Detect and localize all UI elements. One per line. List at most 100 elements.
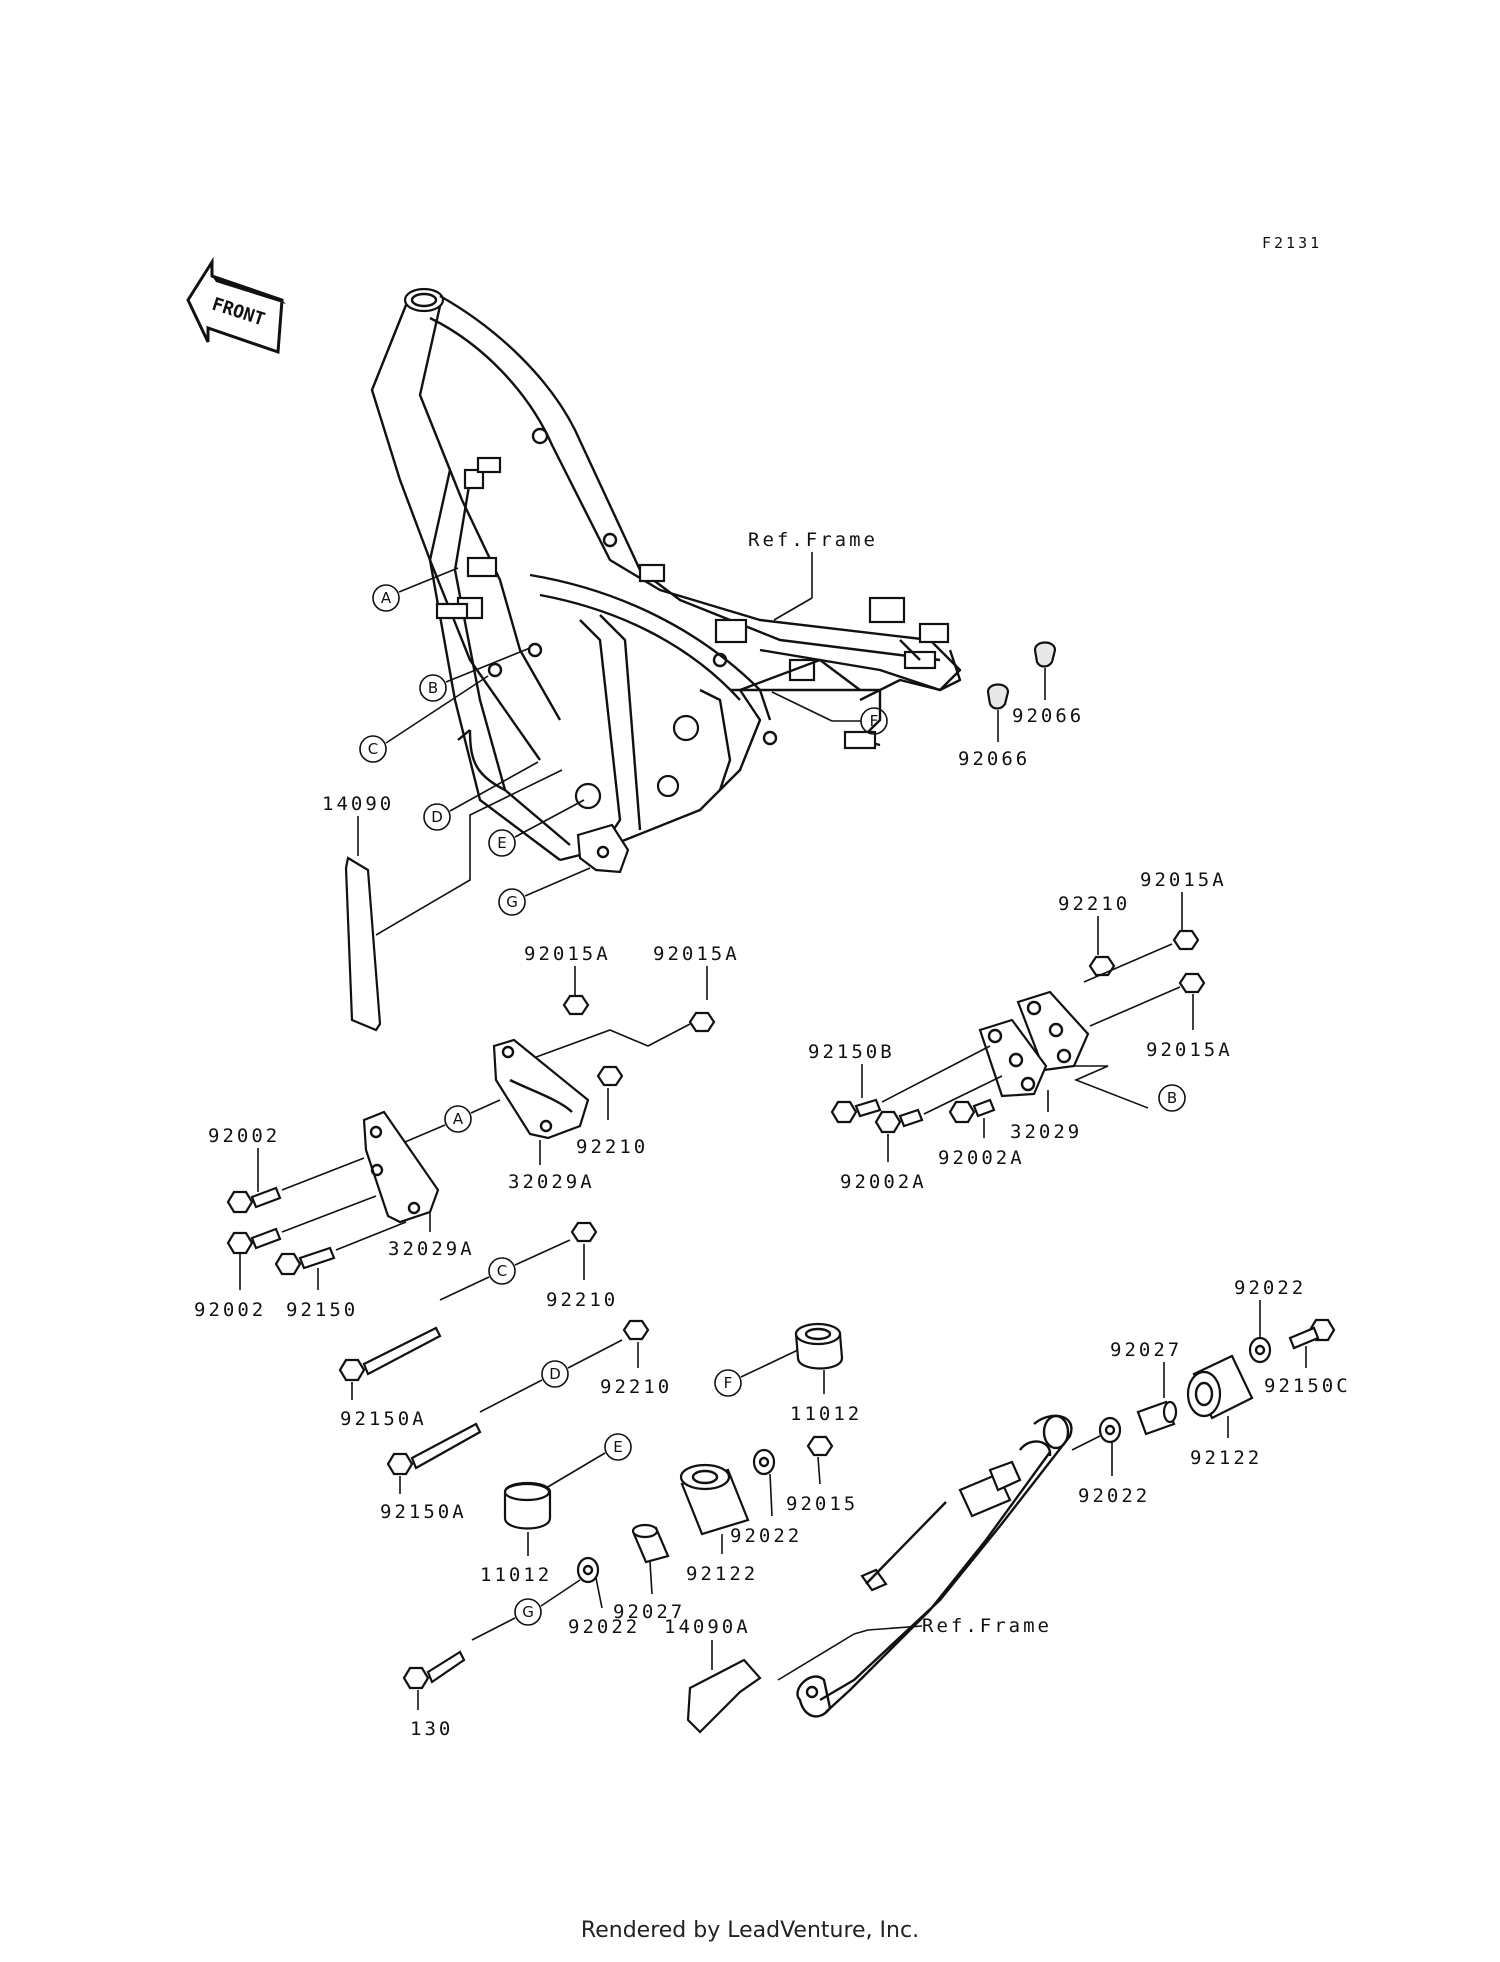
bolt-92150B (830, 1098, 882, 1124)
callout-e-frame: E (488, 799, 585, 857)
part-label-32029A-1: 32029A (508, 1171, 595, 1193)
part-label-14090: 14090 (322, 793, 394, 815)
svg-text:G: G (522, 1603, 534, 1621)
callout-f-frame: F (771, 691, 888, 735)
bolt-92002A-2 (948, 1098, 996, 1124)
nut-92015A-3 (1172, 929, 1200, 951)
ref-frame-top-label: Ref.Frame (748, 529, 878, 551)
part-label-92150: 92150 (286, 1299, 358, 1321)
svg-text:F: F (724, 1374, 733, 1392)
bushing-92122-center (679, 1463, 750, 1536)
part-label-14090A: 14090A (664, 1616, 751, 1638)
cap-92066-a (1033, 641, 1057, 700)
callout-g-frame: G (498, 867, 591, 916)
part-label-11012-1: 11012 (480, 1564, 552, 1586)
callout-b-frame: B (419, 647, 531, 702)
part-label-92066-b: 92066 (958, 748, 1030, 770)
svg-text:A: A (453, 1110, 464, 1128)
nut-92015A-4 (1178, 972, 1206, 994)
footer-credit: Rendered by LeadVenture, Inc. (580, 1918, 920, 1943)
spacer-11012-upper (794, 1322, 844, 1370)
part-label-92027-2: 92027 (1110, 1339, 1182, 1361)
part-label-92015: 92015 (786, 1493, 858, 1515)
part-label-92015A-4: 92015A (1146, 1039, 1233, 1061)
bolt-92002-1 (226, 1186, 282, 1214)
nut-92210-1 (596, 1065, 624, 1087)
part-label-92015A-3: 92015A (1140, 869, 1227, 891)
svg-text:D: D (431, 808, 443, 826)
collar-92027-center (631, 1523, 670, 1564)
bolt-92150 (274, 1246, 336, 1276)
part-label-92122-1: 92122 (686, 1563, 758, 1585)
nut-92210-4 (622, 1319, 650, 1341)
plate-32029A-upper (492, 1038, 590, 1140)
part-label-92150B: 92150B (808, 1041, 895, 1063)
spacer-11012-lower (503, 1482, 552, 1530)
callout-c-parts: C (488, 1257, 516, 1285)
svg-text:D: D (549, 1365, 561, 1383)
part-label-92150A-1: 92150A (340, 1408, 427, 1430)
part-label-32029: 32029 (1010, 1121, 1082, 1143)
part-label-92015A-1: 92015A (524, 943, 611, 965)
washer-92022-g (576, 1556, 600, 1584)
plate-32029A-lower (362, 1110, 440, 1224)
guard-14090A (686, 1658, 762, 1734)
bolt-92150C (1288, 1318, 1336, 1350)
ref-frame-bottom-label: Ref.Frame (922, 1615, 1052, 1637)
diagram-code: F2131 (1262, 234, 1322, 252)
svg-text:B: B (428, 679, 438, 697)
part-label-92022-1: 92022 (568, 1616, 640, 1638)
part-label-92210-3: 92210 (546, 1289, 618, 1311)
svg-text:E: E (613, 1438, 622, 1456)
part-label-92027-1: 92027 (613, 1601, 685, 1623)
washer-92022-right-1 (1098, 1416, 1122, 1444)
svg-text:F: F (870, 712, 879, 730)
svg-text:E: E (497, 834, 506, 852)
callout-g-parts: G (514, 1598, 542, 1626)
part-label-11012-2: 11012 (790, 1403, 862, 1425)
nut-92015A-1 (562, 994, 590, 1016)
washer-92022-center (752, 1448, 776, 1476)
bolt-130 (402, 1650, 466, 1690)
part-label-92002-1: 92002 (208, 1125, 280, 1147)
collar-92027-right (1136, 1400, 1178, 1436)
callout-c-frame: C (359, 675, 489, 763)
bolt-92150A-2 (386, 1422, 482, 1476)
part-label-32029A-2: 32029A (388, 1238, 475, 1260)
part-label-92210-1: 92210 (576, 1136, 648, 1158)
guard-14090 (344, 856, 382, 1032)
nut-92210-3 (570, 1221, 598, 1243)
part-label-92002A-1: 92002A (840, 1171, 927, 1193)
part-label-92122-2: 92122 (1190, 1447, 1262, 1469)
svg-text:B: B (1167, 1089, 1177, 1107)
part-label-92210-4: 92210 (600, 1376, 672, 1398)
bolt-92002-2 (226, 1227, 282, 1255)
part-label-92150A-2: 92150A (380, 1501, 467, 1523)
callout-d-frame: D (423, 761, 539, 831)
part-label-92022-2: 92022 (730, 1525, 802, 1547)
bolt-92002A-1 (874, 1108, 924, 1134)
callout-d-parts: D (541, 1360, 569, 1388)
nut-92210-2 (1088, 955, 1116, 977)
nut-92015A-2 (688, 1011, 716, 1033)
cap-92066-b (986, 683, 1010, 742)
part-label-130: 130 (410, 1718, 453, 1740)
callout-a-frame: A (372, 567, 459, 612)
part-label-92150C: 92150C (1264, 1375, 1351, 1397)
part-label-92002A-2: 92002A (938, 1147, 1025, 1169)
front-arrow-icon: FRONT (186, 256, 286, 355)
lower-frame-member (796, 1414, 1073, 1718)
part-label-92022-3: 92022 (1078, 1485, 1150, 1507)
part-label-92210-2: 92210 (1058, 893, 1130, 915)
svg-text:C: C (368, 740, 378, 758)
svg-text:C: C (497, 1262, 507, 1280)
svg-text:A: A (381, 589, 392, 607)
part-label-92022-4: 92022 (1234, 1277, 1306, 1299)
callout-a-parts: A (444, 1105, 472, 1133)
nut-92015 (806, 1435, 834, 1457)
callout-b-parts: B (1158, 1084, 1186, 1112)
frame-illustration (370, 287, 962, 874)
svg-text:G: G (506, 893, 518, 911)
part-label-92015A-2: 92015A (653, 943, 740, 965)
